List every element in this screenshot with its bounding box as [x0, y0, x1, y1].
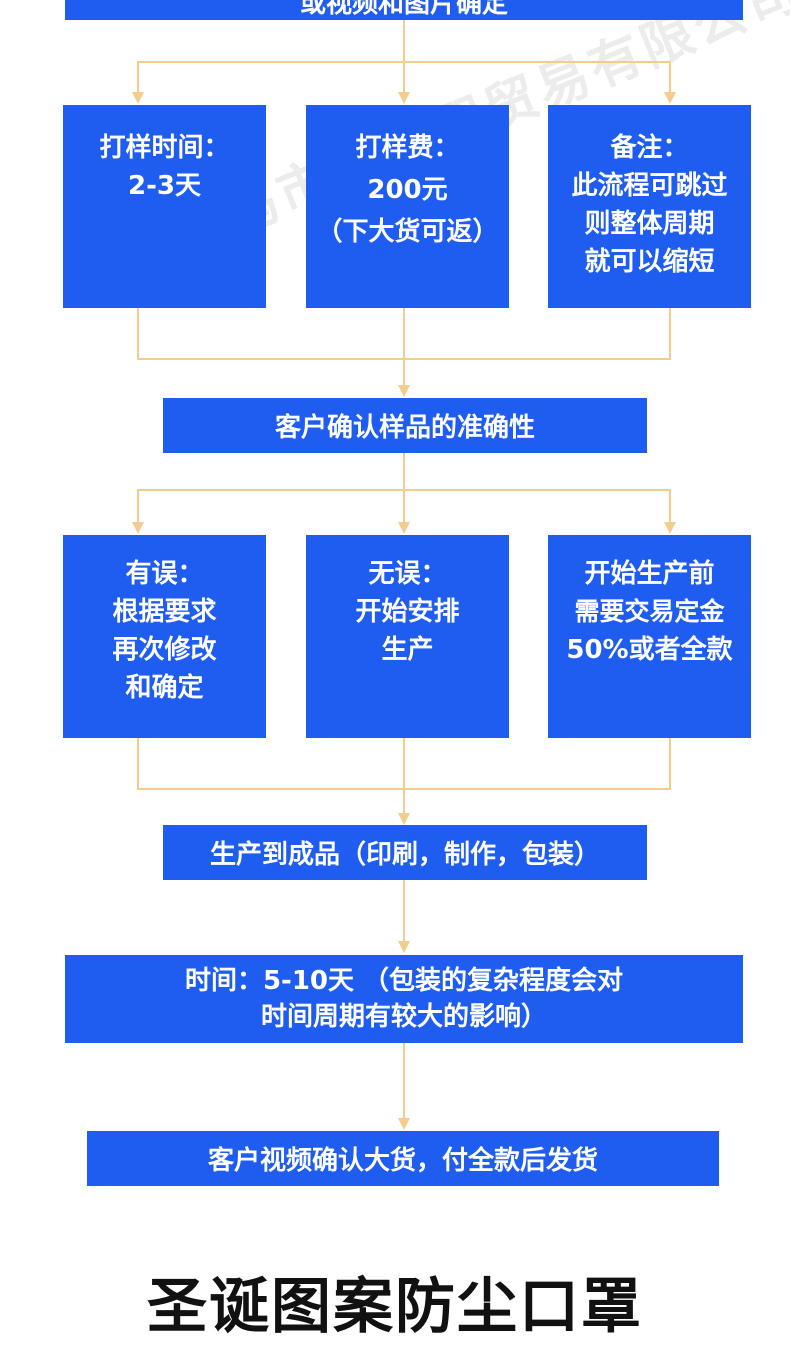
connector-line [137, 489, 139, 523]
error-line-1: 根据要求 [112, 597, 217, 627]
product-subtitle [0, 1336, 790, 1350]
error-line-2: 再次修改 [112, 635, 217, 665]
connector-line [403, 358, 405, 386]
sample-fee-value: 200元 [367, 175, 448, 205]
no-error-line-2: 生产 [381, 635, 434, 665]
connector-line [669, 489, 671, 523]
error-line-3: 和确定 [125, 673, 204, 703]
deposit-line-3: 50%或者全款 [566, 635, 733, 665]
confirm-sample-text: 客户确认样品的准确性 [274, 413, 535, 443]
confirm-video-image-text: 或视频和图片确定 [299, 0, 508, 19]
arrow-down-icon [398, 813, 410, 825]
timing-line-1: 时间：5-10天 （包装的复杂程度会对 [184, 966, 624, 996]
deposit-line-1: 开始生产前 [584, 559, 715, 589]
connector-line [137, 61, 139, 93]
remark-line-3: 就可以缩短 [584, 247, 715, 277]
connector-line [403, 61, 405, 93]
remark-box: 备注： 此流程可跳过 则整体周期 就可以缩短 [548, 105, 751, 308]
sample-fee-box: 打样费： 200元 （下大货可返） [306, 105, 509, 308]
timing-line-2: 时间周期有较大的影响） [260, 1002, 547, 1032]
remark-line-1: 此流程可跳过 [571, 171, 728, 201]
delivery-box: 客户视频确认大货，付全款后发货 [87, 1131, 719, 1186]
sample-fee-label: 打样费： [355, 133, 460, 163]
arrow-down-icon [398, 385, 410, 397]
arrow-down-icon [398, 92, 410, 104]
arrow-down-icon [664, 92, 676, 104]
connector-line [403, 489, 405, 523]
remark-line-2: 则整体周期 [584, 209, 715, 239]
arrow-down-icon [398, 1118, 410, 1130]
arrow-down-icon [398, 941, 410, 953]
connector-line [403, 788, 405, 814]
connector-line [669, 61, 671, 93]
no-error-label: 无误： [368, 559, 447, 589]
connector-line [669, 738, 671, 790]
sample-time-value: 2-3天 [128, 171, 201, 201]
connector-line [669, 308, 671, 360]
connector-line [403, 880, 405, 942]
confirm-sample-box: 客户确认样品的准确性 [163, 398, 647, 453]
sample-fee-note: （下大货可返） [316, 217, 499, 247]
error-box: 有误： 根据要求 再次修改 和确定 [63, 535, 266, 738]
error-label: 有误： [125, 559, 204, 589]
connector-line [403, 738, 405, 790]
arrow-down-icon [398, 522, 410, 534]
product-title: 圣诞图案防尘口罩 [147, 1272, 643, 1342]
sample-time-box: 打样时间： 2-3天 [63, 105, 266, 308]
arrow-down-icon [132, 522, 144, 534]
remark-label: 备注： [610, 133, 689, 163]
production-text: 生产到成品（印刷，制作，包装） [209, 840, 600, 870]
arrow-down-icon [664, 522, 676, 534]
production-box: 生产到成品（印刷，制作，包装） [163, 825, 647, 880]
delivery-text: 客户视频确认大货，付全款后发货 [207, 1146, 598, 1176]
connector-line [403, 20, 405, 62]
connector-line [403, 1043, 405, 1119]
sample-time-label: 打样时间： [99, 133, 230, 163]
no-error-box: 无误： 开始安排 生产 [306, 535, 509, 738]
connector-line [403, 308, 405, 360]
no-error-line-1: 开始安排 [355, 597, 460, 627]
deposit-box: 开始生产前 需要交易定金 50%或者全款 [548, 535, 751, 738]
timing-box: 时间：5-10天 （包装的复杂程度会对 时间周期有较大的影响） [65, 955, 743, 1043]
connector-line [137, 738, 139, 790]
confirm-video-image-box: 或视频和图片确定 [65, 0, 743, 20]
deposit-line-2: 需要交易定金 [574, 597, 725, 626]
connector-line [137, 308, 139, 360]
connector-line [403, 453, 405, 491]
arrow-down-icon [132, 92, 144, 104]
